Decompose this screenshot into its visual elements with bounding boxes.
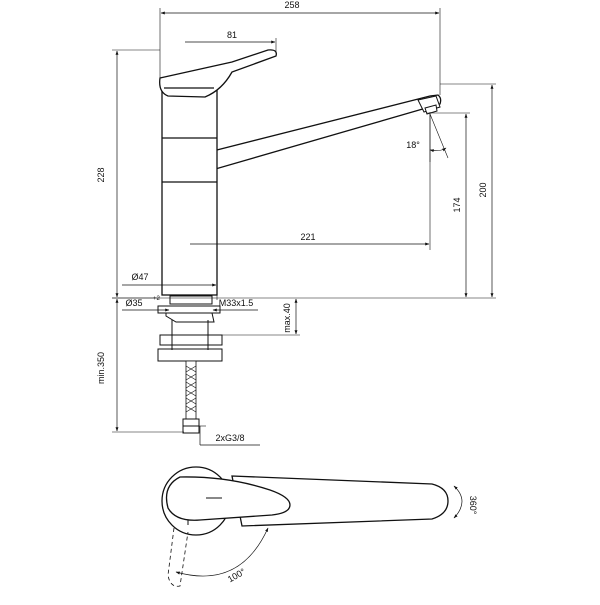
mounting-thread [169,295,213,305]
mounting-clamp [159,334,223,346]
label-swivel-tilt: 18° [406,140,420,150]
label-handle-length: 81 [227,30,237,40]
faucet-top-view [161,466,463,587]
hose-braid [185,365,197,413]
spout [204,94,442,171]
top-view-lever [165,476,291,521]
label-max-deck: max.40 [282,303,292,333]
top-view-spout [231,475,449,527]
label-mounting-thread: M33x1.5 [219,298,254,308]
label-spout-reach: 221 [300,232,315,242]
label-body-diameter: Ø47 [131,272,148,282]
label-overall-length: 258 [284,0,299,10]
spout-rotation-arc [453,485,463,519]
label-spout-rotation: 360° [468,496,478,515]
dim-swivel-tilt-arc [429,147,447,153]
label-lever-rotation: 100° [226,566,247,584]
label-spout-height: 200 [478,182,488,197]
lever-swing-position [167,527,189,587]
dimension-labels: 258 81 228 200 174 221 18° Ø47 Ø35 +2 M3… [96,0,488,443]
mounting-nut-top [157,305,221,314]
dimension-lines [112,8,496,446]
label-spout-clearance: 174 [452,197,462,212]
label-total-height: 228 [96,167,106,182]
label-hose-length: min.350 [96,352,106,384]
supply-hose [185,360,197,420]
mounting-nut-bottom [157,348,223,362]
lever-handle [159,49,277,98]
label-hose-connection: 2xG3/8 [215,433,244,443]
faucet-side-view [157,49,442,434]
lever-rotation-arc [175,527,269,577]
mounting-bracket [165,312,215,323]
aerator-tip [424,104,438,115]
label-mounting-hole-tolerance: +2 [153,296,161,302]
faucet-body [161,89,218,296]
label-mounting-hole: Ø35 [125,298,142,308]
